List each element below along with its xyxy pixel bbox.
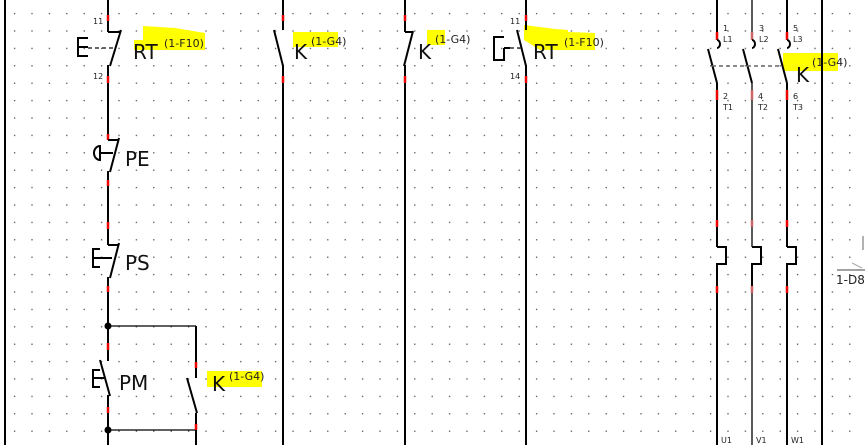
mushroom-button-icon	[93, 144, 113, 162]
thermal-actuator-icon	[493, 36, 510, 61]
svg-text:T3: T3	[792, 103, 803, 112]
svg-text:1: 1	[723, 24, 728, 33]
pushbutton-icon	[92, 248, 112, 268]
component-tag: K	[294, 40, 308, 64]
component-tag: PM	[119, 371, 148, 395]
component-tag: K	[418, 40, 432, 64]
svg-text:W1: W1	[791, 436, 804, 445]
pushbutton-icon	[92, 369, 104, 388]
svg-text:L1: L1	[723, 35, 733, 44]
contact-k-holding[interactable]	[186, 326, 198, 445]
thermal-overload-elements[interactable]	[715, 220, 797, 445]
cross-reference[interactable]: (1-G4)	[311, 35, 346, 48]
cross-reference[interactable]: (1-F10)	[164, 37, 204, 50]
highlights	[134, 25, 838, 387]
pin-label: 12	[93, 72, 103, 81]
pin-labels-top: 1 L1 3 L2 5 L3 2 T1 4 T2 6 T3	[722, 24, 803, 112]
thermal-actuator-icon	[77, 37, 88, 57]
cross-reference[interactable]: (1-G4)	[229, 370, 264, 383]
crossref-arrow	[851, 262, 863, 269]
component-tag: PE	[125, 147, 150, 171]
stop-button-ps[interactable]	[92, 242, 120, 326]
svg-text:3: 3	[759, 24, 764, 33]
cross-reference[interactable]: (1-G4)	[812, 56, 847, 69]
start-button-pm[interactable]	[92, 326, 111, 445]
svg-text:T2: T2	[757, 103, 768, 112]
component-tag: RT	[533, 40, 558, 64]
pin-label: 11	[510, 17, 520, 26]
contact-rt-nc[interactable]	[77, 0, 122, 140]
svg-text:V1: V1	[756, 436, 767, 445]
svg-text:2: 2	[723, 92, 728, 101]
emergency-stop-pe[interactable]	[93, 134, 120, 245]
svg-text:T1: T1	[722, 103, 733, 112]
component-tag: RT	[133, 40, 158, 64]
svg-text:5: 5	[793, 24, 798, 33]
svg-text:L2: L2	[759, 35, 769, 44]
contact-rt-no[interactable]	[493, 0, 528, 445]
cross-reference[interactable]: (1-F10)	[564, 36, 604, 49]
cross-reference[interactable]: (1-G4)	[435, 33, 470, 46]
component-tag: PS	[125, 251, 150, 275]
bottom-terminal-labels: U1 V1 W1	[721, 436, 804, 445]
svg-text:U1: U1	[721, 436, 732, 445]
contact-k-2[interactable]	[403, 0, 414, 445]
crossref-label[interactable]: 1-D8	[836, 273, 865, 287]
component-tag: K	[212, 372, 226, 396]
contact-k-1[interactable]	[273, 0, 285, 445]
main-contactor-k[interactable]	[707, 0, 791, 247]
svg-text:4: 4	[758, 92, 763, 101]
svg-text:6: 6	[793, 92, 798, 101]
svg-text:L3: L3	[793, 35, 803, 44]
pin-label: 14	[510, 72, 520, 81]
pin-label: 11	[93, 17, 103, 26]
component-tag: K	[796, 63, 810, 87]
